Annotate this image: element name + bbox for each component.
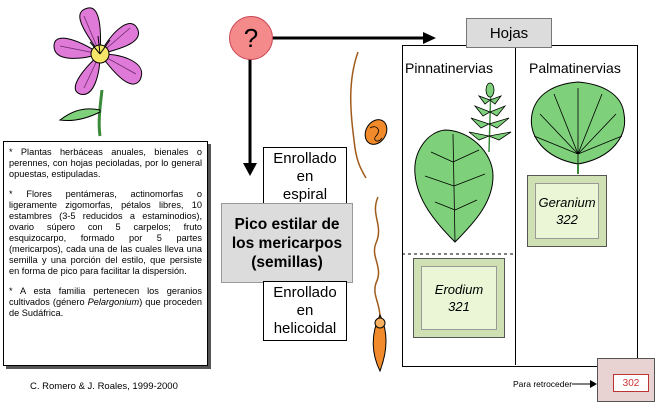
- espiral-line-2: en: [296, 168, 314, 185]
- description-flowers: * Flores pentámeras, actinomorfas o lige…: [9, 189, 202, 276]
- palmate-leaf-illustration: [530, 81, 626, 174]
- helicoidal-line-2: en: [296, 302, 314, 319]
- genus-pelargonium: Pelargonium: [87, 297, 140, 307]
- family-description: * Plantas herbáceas anuales, bienales o …: [3, 141, 208, 366]
- hojas-tab: Hojas: [466, 18, 552, 48]
- pico-line-2: los mericarpos: [231, 234, 343, 252]
- retroceder-number: 302: [613, 374, 649, 392]
- espiral-line-1: Enrollado: [273, 150, 337, 167]
- dashed-separator: [402, 253, 516, 255]
- espiral-line-3: espiral: [282, 186, 328, 203]
- geranium-button[interactable]: Geranium 322: [527, 175, 607, 247]
- retroceder-label: Para retroceder: [513, 379, 573, 389]
- pico-line-3: (semillas): [251, 253, 323, 271]
- hojas-divider: [515, 45, 516, 365]
- geranium-name: Geranium: [538, 195, 596, 210]
- description-habit: * Plantas herbáceas anuales, bienales o …: [9, 147, 202, 179]
- erodium-name: Erodium: [434, 282, 484, 297]
- retroceder-button[interactable]: 302: [597, 358, 655, 402]
- erodium-number: 321: [448, 299, 470, 314]
- description-cultivated: * A esta familia pertenecen los geranios…: [9, 286, 202, 318]
- erodium-button[interactable]: Erodium 321: [413, 258, 505, 338]
- pico-estilar-box: Pico estilar de los mericarpos (semillas…: [221, 203, 353, 283]
- enrollado-espiral-box: Enrollado en espiral: [263, 147, 347, 207]
- credit: C. Romero & J. Roales, 1999-2000: [30, 381, 178, 392]
- geranium-number: 322: [556, 212, 578, 227]
- palmatinervias-label: Palmatinervias: [529, 60, 621, 76]
- pico-line-1: Pico estilar de: [234, 215, 340, 233]
- geranium-flower-illustration: [53, 7, 143, 137]
- enrollado-helicoidal-box: Enrollado en helicoidal: [263, 281, 347, 341]
- helicoidal-line-3: helicoidal: [273, 320, 337, 337]
- spiral-seed-illustration: [350, 51, 388, 179]
- helical-seed-illustration: [372, 196, 387, 373]
- question-button[interactable]: ?: [229, 16, 273, 60]
- pinnate-leaf-illustration: [414, 82, 512, 243]
- helicoidal-line-1: Enrollado: [273, 284, 337, 301]
- pinnatinervias-label: Pinnatinervias: [405, 60, 493, 76]
